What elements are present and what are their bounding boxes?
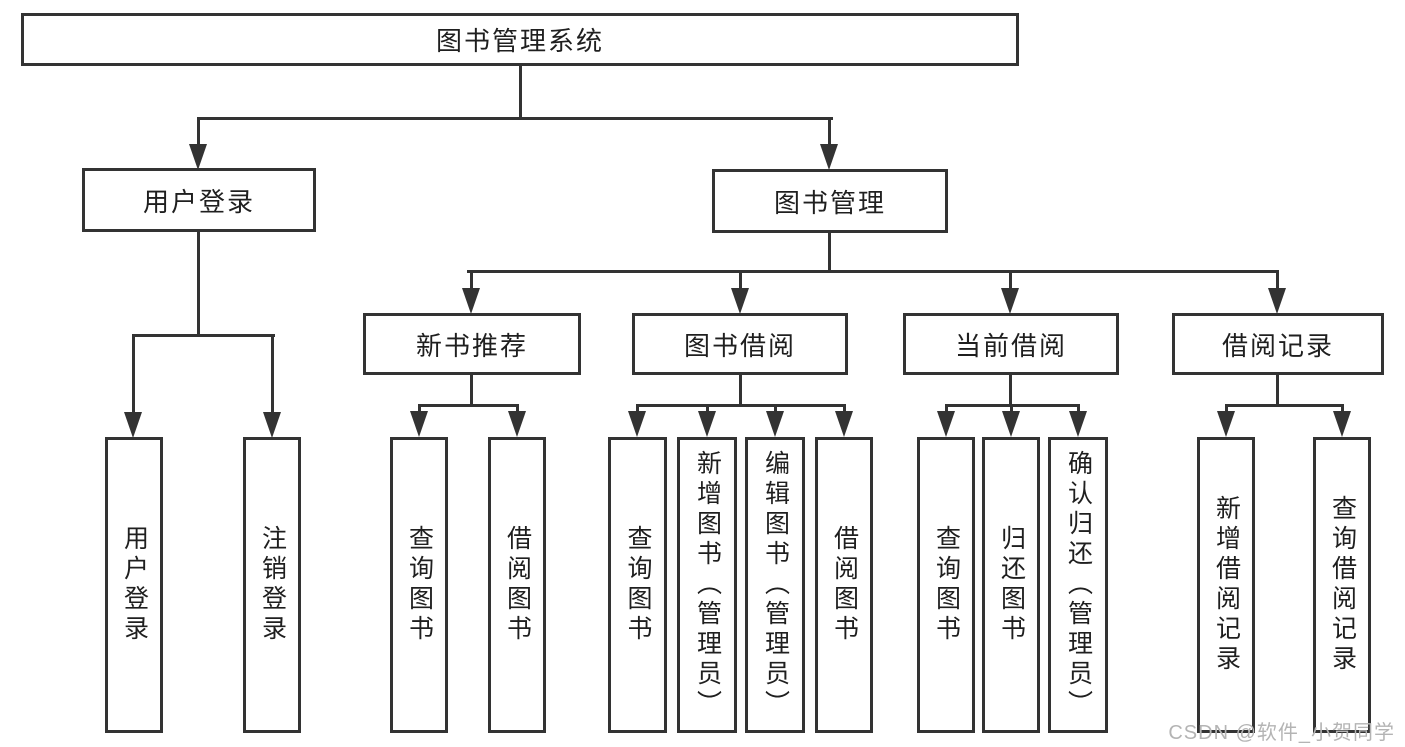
connector-current-borrowing-stem [1009, 375, 1012, 407]
leaf-edit-books-admin: 编辑图书（管理员） [745, 437, 805, 733]
node-borrowing-records: 借阅记录 [1172, 313, 1384, 375]
arrowhead-confirm-return-admin [1069, 411, 1087, 437]
leaf-borrow-books-2: 借阅图书 [815, 437, 873, 733]
connector-user-login-stem [197, 232, 200, 337]
leaf-query-books-3: 查询图书 [917, 437, 975, 733]
arrowhead-query-books-3 [937, 411, 955, 437]
node-book-management: 图书管理 [712, 169, 948, 233]
arrowhead-book-borrowing [731, 288, 749, 314]
connector-stub-query-books-1 [418, 406, 421, 414]
connector-stub-leaf-user-login [132, 336, 135, 414]
node-book-borrowing: 图书借阅 [632, 313, 848, 375]
connector-new-book-recommend-stem [470, 375, 473, 407]
arrowhead-borrow-books-1 [508, 411, 526, 437]
arrowhead-borrowing-records [1268, 288, 1286, 314]
watermark: CSDN @软件_小贺同学 [1168, 722, 1395, 744]
arrowhead-query-borrow-record [1333, 411, 1351, 437]
arrowhead-current-borrowing [1001, 288, 1019, 314]
arrowhead-leaf-logout [263, 412, 281, 438]
connector-stub-user-login [197, 119, 200, 145]
connector-book-management-branch [467, 270, 1279, 273]
connector-stub-new-book-recommend [470, 272, 473, 290]
arrowhead-query-books-2 [628, 411, 646, 437]
leaf-query-books-2: 查询图书 [608, 437, 667, 733]
leaf-add-borrow-record: 新增借阅记录 [1197, 437, 1255, 733]
leaf-add-books-admin: 新增图书（管理员） [677, 437, 737, 733]
node-user-login: 用户登录 [82, 168, 316, 232]
arrowhead-user-login [189, 144, 207, 170]
arrowhead-return-books [1002, 411, 1020, 437]
connector-stub-borrow-books-1 [516, 406, 519, 414]
connector-current-borrowing-branch [945, 404, 1080, 407]
leaf-query-borrow-record: 查询借阅记录 [1313, 437, 1371, 733]
node-current-borrowing: 当前借阅 [903, 313, 1119, 375]
connector-stub-current-borrowing [1009, 272, 1012, 290]
connector-stub-query-books-2 [636, 406, 639, 414]
connector-stub-borrowing-records [1276, 272, 1279, 290]
connector-stub-confirm-return-admin [1077, 406, 1080, 414]
connector-stub-edit-books-admin [774, 406, 777, 414]
arrowhead-add-books-admin [698, 411, 716, 437]
arrowhead-add-borrow-record [1217, 411, 1235, 437]
arrowhead-leaf-user-login [124, 412, 142, 438]
connector-new-book-recommend-branch [418, 404, 519, 407]
connector-stub-query-borrow-record [1341, 406, 1344, 414]
arrowhead-edit-books-admin [766, 411, 784, 437]
connector-book-borrowing-branch [636, 404, 846, 407]
connector-user-login-branch [132, 334, 275, 337]
connector-root-branch [197, 117, 833, 120]
node-root: 图书管理系统 [21, 13, 1019, 66]
connector-stub-add-books-admin [706, 406, 709, 414]
arrowhead-query-books-1 [410, 411, 428, 437]
arrowhead-new-book-recommend [462, 288, 480, 314]
connector-borrowing-records-stem [1276, 375, 1279, 407]
leaf-return-books: 归还图书 [982, 437, 1040, 733]
connector-stub-add-borrow-record [1225, 406, 1228, 414]
leaf-query-books-1: 查询图书 [390, 437, 448, 733]
connector-stub-leaf-logout [271, 336, 274, 414]
arrowhead-book-management [820, 144, 838, 170]
node-new-book-recommend: 新书推荐 [363, 313, 581, 375]
leaf-borrow-books-1: 借阅图书 [488, 437, 546, 733]
leaf-confirm-return-admin: 确认归还（管理员） [1048, 437, 1108, 733]
leaf-user-login: 用户登录 [105, 437, 163, 733]
leaf-logout: 注销登录 [243, 437, 301, 733]
connector-book-management-stem [828, 233, 831, 273]
connector-stub-book-management [828, 119, 831, 145]
arrowhead-borrow-books-2 [835, 411, 853, 437]
connector-borrowing-records-branch [1225, 404, 1344, 407]
connector-stub-borrow-books-2 [843, 406, 846, 414]
connector-stub-query-books-3 [945, 406, 948, 414]
connector-stub-return-books [1010, 406, 1013, 414]
connector-stub-book-borrowing [739, 272, 742, 290]
connector-book-borrowing-stem [739, 375, 742, 407]
connector-root-stem [519, 66, 522, 120]
